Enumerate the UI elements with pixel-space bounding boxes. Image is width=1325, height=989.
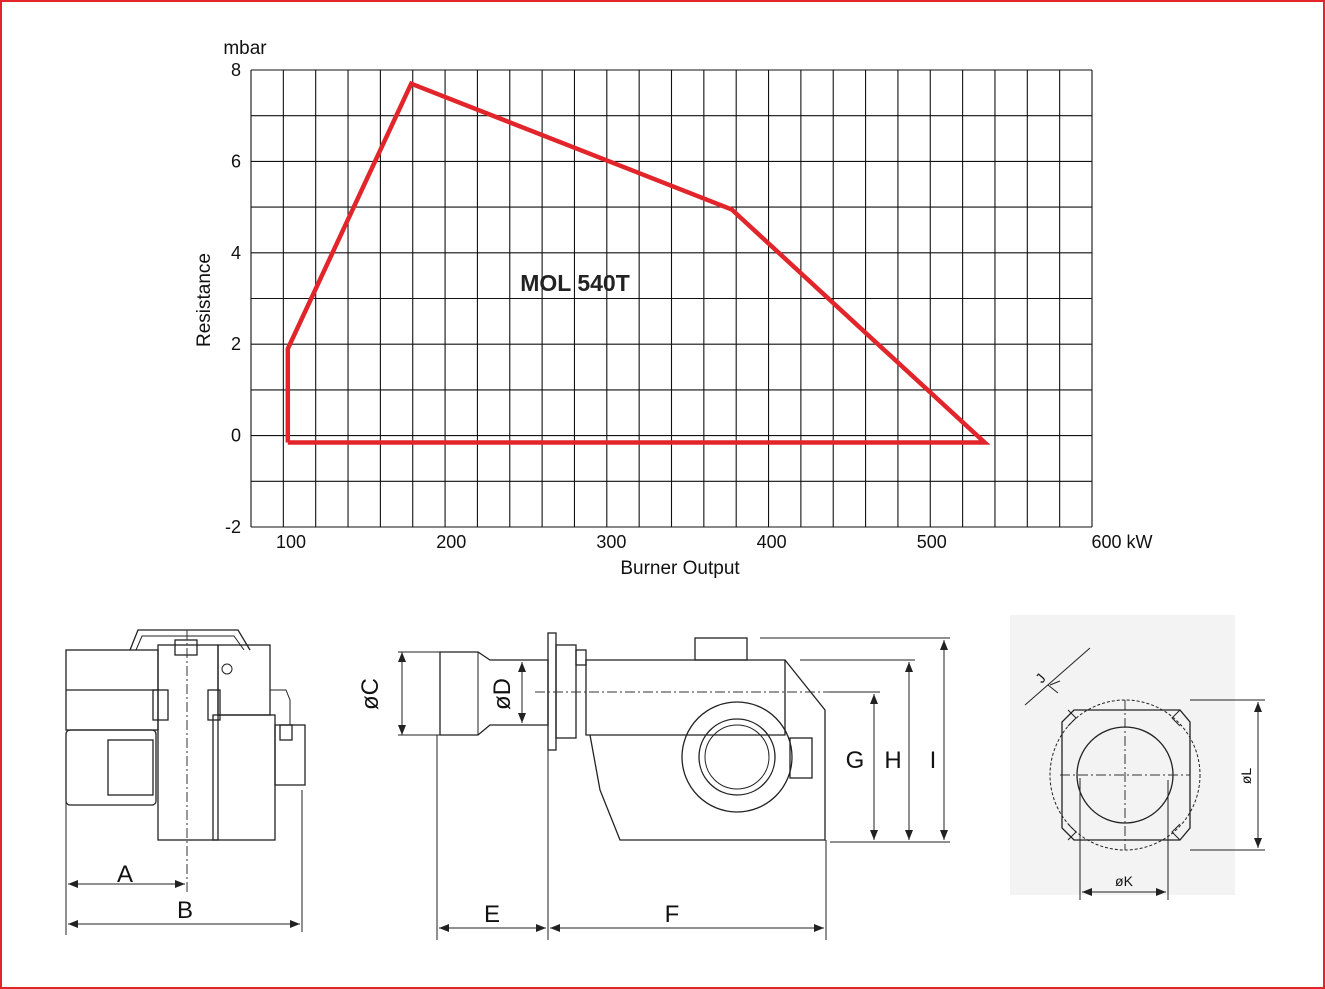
x-axis-label: Burner Output (620, 558, 740, 579)
y-tick-label: 0 (231, 426, 241, 446)
x-tick-label: 600 kW (1091, 532, 1152, 552)
dimension-label-d: øD (489, 678, 516, 710)
dimension-label-b: B (177, 897, 193, 924)
operating-range-chart: 100 200 300 400 500 600 kW -2 0 2 4 6 8 mbar Burner… (194, 38, 1153, 579)
x-tick-label: 200 (436, 532, 466, 552)
x-tick-label: 400 (757, 532, 787, 552)
dimension-label-k: øK (1115, 873, 1134, 889)
x-tick-label: 100 (276, 532, 306, 552)
dimension-label-a: A (117, 861, 133, 888)
series-label-mol-540t: MOL 540T (520, 270, 630, 296)
y-tick-label: 6 (231, 151, 241, 171)
y-axis-label: Resistance (194, 253, 215, 347)
chart-grid (250, 69, 1093, 528)
series-line-0 (285, 80, 991, 445)
dimension-label-l: øL (1238, 768, 1254, 785)
dimension-label-c: øC (357, 678, 384, 710)
x-tick-label: 500 (917, 532, 947, 552)
y-tick-label: 4 (231, 243, 241, 263)
y-tick-label: 2 (231, 334, 241, 354)
dimension-label-h: H (884, 747, 901, 774)
dimension-label-e: E (484, 901, 500, 928)
y-tick-label: 8 (231, 60, 241, 80)
dimension-label-g: G (846, 747, 865, 774)
y-unit-label: mbar (223, 38, 267, 59)
flange-mounting-drawing: J øK øL (1010, 615, 1265, 900)
x-tick-label: 300 (596, 532, 626, 552)
chart-series (285, 80, 991, 445)
dimension-label-i: I (930, 747, 937, 774)
y-tick-label: -2 (225, 517, 241, 537)
dimension-label-f: F (665, 901, 680, 928)
burner-front-view-drawing: øC øD E F G H I (357, 632, 950, 940)
chart-tick-labels: 100 200 300 400 500 600 kW -2 0 2 4 6 8 (225, 60, 1153, 552)
burner-side-view-drawing: A B (65, 629, 306, 935)
